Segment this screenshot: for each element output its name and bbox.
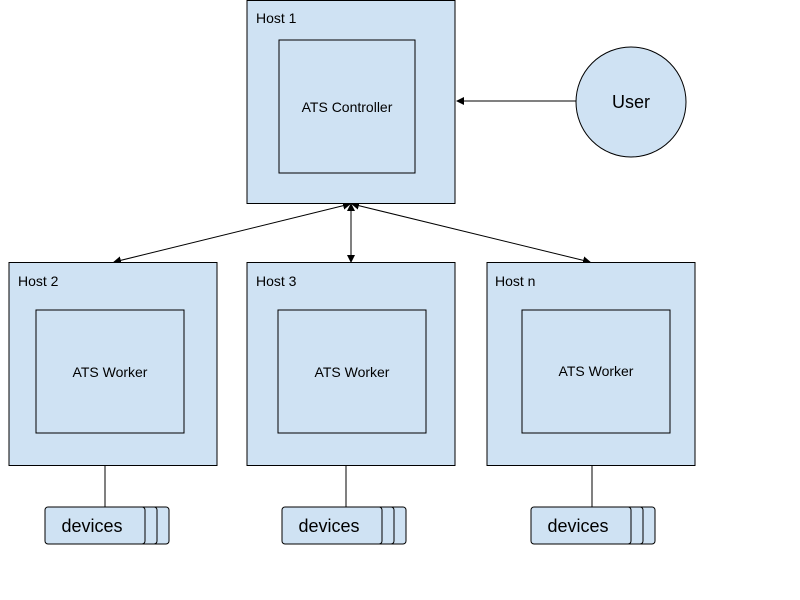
user-circle: [575, 46, 687, 158]
worker-host-n: Host n ATS Worker: [486, 262, 696, 466]
host-label: Host 2: [18, 273, 59, 289]
component-box: [35, 309, 185, 434]
devices-label: devices: [61, 516, 122, 536]
devices-label: devices: [547, 516, 608, 536]
controller-host: Host 1 ATS Controller: [246, 0, 456, 204]
controller-to-hostn-arrow: [351, 201, 591, 265]
controller-to-host2-arrow: [113, 201, 351, 265]
component-label: ATS Controller: [302, 99, 393, 115]
devices-stack-hostn: devices: [530, 506, 656, 545]
user-node: User: [575, 46, 687, 158]
connectors: [104, 97, 593, 507]
component-box: [278, 39, 416, 174]
worker-host-2: Host 2 ATS Worker: [8, 262, 218, 466]
device-card-front: [530, 506, 632, 545]
component-box: [277, 309, 427, 434]
host-label: Host 3: [256, 273, 297, 289]
component-label: ATS Worker: [73, 364, 148, 380]
host-label: Host n: [495, 273, 535, 289]
host-label: Host 1: [256, 10, 297, 26]
component-label: ATS Worker: [315, 364, 390, 380]
component-box: [521, 309, 671, 434]
device-card-front: [281, 506, 383, 545]
device-card-front: [44, 506, 146, 545]
component-label: ATS Worker: [559, 363, 634, 379]
worker-host-3: Host 3 ATS Worker: [246, 262, 456, 466]
devices-label: devices: [298, 516, 359, 536]
devices-stack-host2: devices: [44, 506, 170, 545]
devices-stack-host3: devices: [281, 506, 407, 545]
user-label: User: [612, 92, 650, 112]
